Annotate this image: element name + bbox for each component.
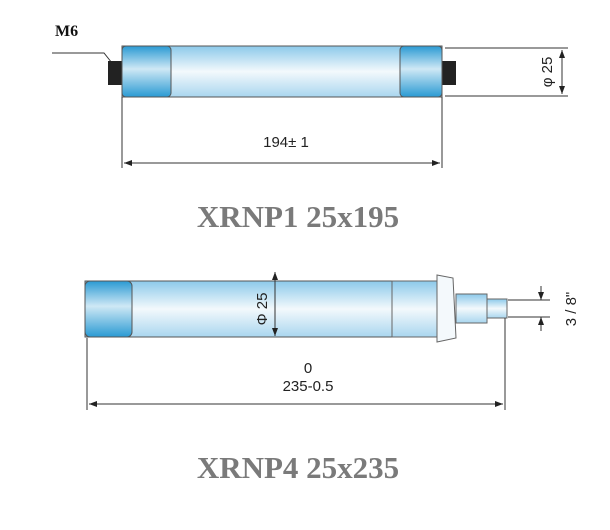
length-dimension	[86, 318, 506, 410]
length-label: 194± 1	[263, 134, 309, 151]
model-title: XRNP1 25x195	[197, 199, 399, 234]
terminal-left	[108, 61, 123, 85]
fuse-xrnp1: M6 φ 25 194± 1 XRNP1 25x195	[48, 18, 568, 234]
stud-label: 3 / 8"	[563, 292, 580, 327]
end-cap-left	[121, 45, 172, 98]
stud	[486, 298, 508, 319]
diameter-label: φ 25	[539, 57, 556, 88]
model-title: XRNP4 25x235	[197, 450, 399, 485]
flange	[436, 274, 457, 343]
fuse-body	[121, 45, 443, 98]
fuse-body	[84, 280, 406, 338]
diameter-label: Φ 25	[254, 293, 271, 326]
stud-dimension	[508, 286, 550, 331]
fuse-xrnp4: Φ 25 3 / 8" 0 235-0.5 XRNP4 25x235	[84, 272, 580, 485]
end-cap-right	[391, 280, 439, 338]
length-tolerance-upper: 0	[304, 360, 312, 377]
terminal-right	[441, 61, 456, 85]
end-cap-right	[399, 45, 443, 98]
stud-base	[455, 293, 488, 324]
thread-label: M6	[55, 23, 78, 40]
length-label: 235-0.5	[283, 378, 334, 395]
leader-line	[52, 52, 113, 64]
end-cap-left	[84, 280, 133, 338]
diameter-dimension	[445, 47, 568, 97]
length-dimension	[121, 97, 443, 168]
